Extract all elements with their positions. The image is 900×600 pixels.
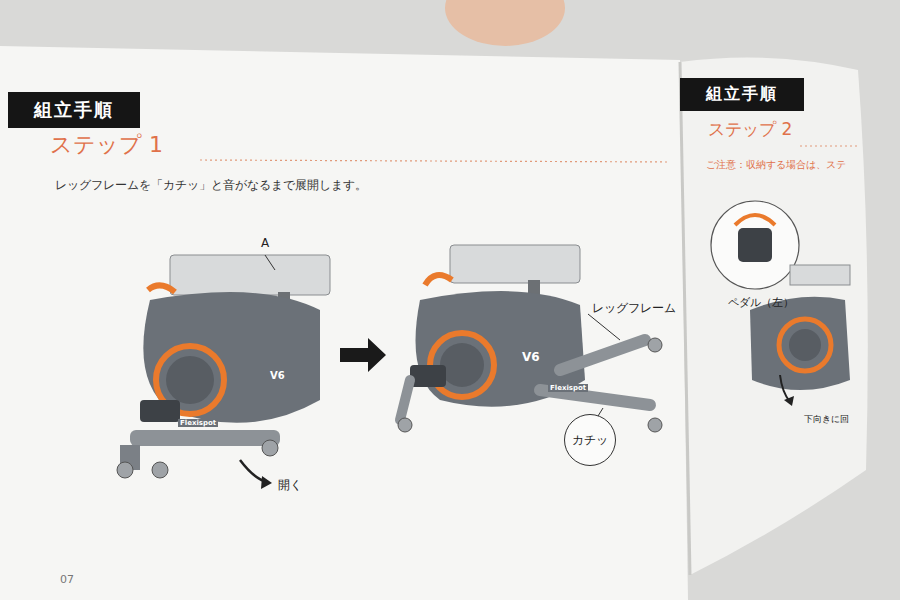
model-logo: V6 bbox=[520, 350, 542, 364]
step-heading: ステップ 2 bbox=[708, 118, 792, 141]
instruction-text: レッグフレームを「カチッ」と音がなるまで展開します。 bbox=[55, 177, 367, 194]
caution-note: ご注意：収納する場合は、ステ bbox=[706, 158, 846, 172]
part-name: レッグフレーム bbox=[592, 300, 676, 317]
brand-logo: Flexispot bbox=[178, 419, 218, 427]
header-tab: 組立手順 bbox=[8, 92, 140, 128]
section-heading: 組立手順 bbox=[34, 98, 114, 122]
callout-text: カチッ bbox=[572, 432, 608, 449]
model-logo: V6 bbox=[268, 370, 287, 381]
callout-circle: カチッ bbox=[564, 414, 616, 466]
brand-logo: Flexispot bbox=[548, 384, 588, 392]
page-number: 07 bbox=[60, 573, 74, 586]
step-heading: ステップ 1 bbox=[50, 130, 163, 160]
section-heading: 組立手順 bbox=[706, 84, 778, 105]
action-label: 下向きに回 bbox=[804, 413, 849, 426]
part-letter: A bbox=[261, 236, 269, 250]
action-label: 開く bbox=[278, 477, 302, 494]
part-name: ペダル（左） bbox=[728, 295, 794, 310]
header-tab: 組立手順 bbox=[680, 78, 804, 111]
